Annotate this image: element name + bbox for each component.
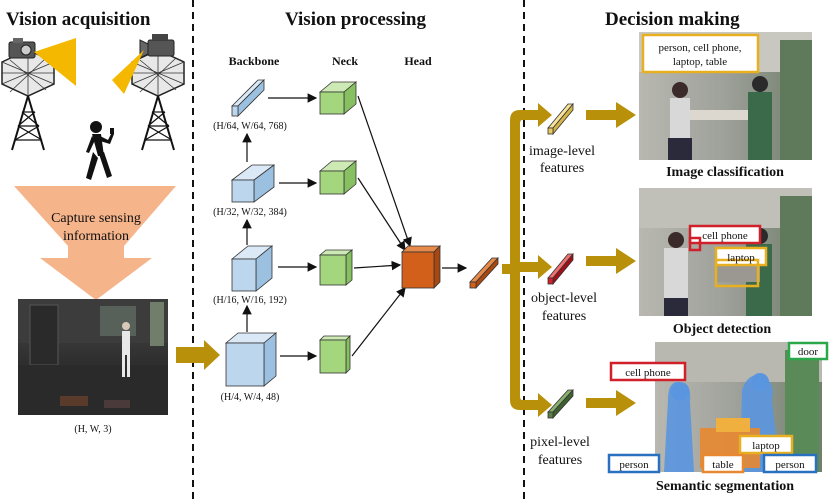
dims-stage-4: (H/4, W/4, 48) — [221, 392, 280, 403]
camera-left-beam — [34, 38, 76, 86]
image-dims-label: (H, W, 3) — [74, 424, 111, 435]
captured-frame-image — [18, 299, 168, 415]
title-acquisition: Vision acquisition — [6, 9, 151, 30]
classification-label-2: laptop, table — [673, 56, 727, 68]
neck-stage-2 — [318, 160, 358, 195]
capture-label-2: information — [63, 229, 129, 244]
seg-cell-phone-box — [609, 361, 687, 382]
feature-label-object-1: object-level — [531, 291, 597, 306]
task-title-detection: Object detection — [673, 322, 772, 337]
neck-stage-3 — [318, 249, 354, 286]
label-backbone: Backbone — [229, 54, 280, 68]
backbone-stage-1 — [231, 79, 265, 117]
task-title-segmentation: Semantic segmentation — [656, 479, 794, 494]
output-feature-vector — [469, 256, 499, 290]
seg-table-label: table — [712, 459, 733, 471]
tower-right-icon — [131, 49, 185, 151]
object-level-vector — [547, 252, 574, 286]
classification-label-box — [641, 33, 760, 74]
tower-left-icon — [1, 49, 55, 151]
feature-label-pixel-1: pixel-level — [530, 435, 590, 450]
task-arrows — [586, 102, 636, 416]
camera-right-beam — [112, 50, 144, 94]
backbone-stage-3 — [230, 245, 274, 292]
seg-table-box — [701, 453, 745, 474]
image-level-vector — [547, 102, 574, 136]
det-cell-phone-label: cell phone — [702, 230, 748, 242]
seg-laptop-label: laptop — [752, 440, 780, 452]
arrow-into-processing — [176, 340, 220, 370]
seg-laptop-box — [738, 434, 794, 455]
capture-label-1: Capture sensing — [51, 211, 141, 226]
seg-door-label: door — [798, 346, 819, 358]
seg-door-box — [787, 341, 829, 361]
camera-left-icon — [8, 38, 36, 59]
capture-funnel — [14, 186, 176, 300]
backbone-stage-2 — [230, 164, 276, 203]
neck-stage-4 — [319, 335, 351, 374]
feature-label-pixel-2: features — [538, 453, 582, 468]
label-neck: Neck — [332, 54, 358, 68]
seg-person-left-label: person — [619, 459, 649, 471]
feature-label-image-1: image-level — [529, 144, 595, 159]
seg-cell-phone-label: cell phone — [625, 367, 671, 379]
backbone-to-neck-arrows — [268, 93, 318, 361]
feature-label-image-2: features — [540, 161, 584, 176]
title-decision: Decision making — [605, 9, 740, 30]
pixel-level-vector — [547, 388, 574, 420]
neck-to-head-arrows — [351, 95, 412, 357]
detection-image — [639, 188, 812, 316]
person-walking-icon — [86, 121, 114, 180]
title-processing: Vision processing — [285, 9, 426, 30]
dims-stage-2: (H/32, W/32, 384) — [213, 207, 287, 218]
seg-person-right-label: person — [775, 459, 805, 471]
seg-person-right-box — [762, 453, 818, 474]
backbone-stage-4 — [224, 332, 278, 387]
dims-stage-1: (H/64, W/64, 768) — [213, 121, 287, 132]
feature-label-object-2: features — [542, 309, 586, 324]
det-laptop-label: laptop — [727, 252, 755, 264]
det-cell-phone-region — [688, 236, 702, 252]
segmentation-image — [655, 342, 822, 472]
branch-arrows — [502, 103, 552, 417]
label-head: Head — [404, 54, 432, 68]
classification-label-1: person, cell phone, — [658, 42, 741, 54]
det-laptop-region — [714, 258, 760, 288]
det-cell-phone-box — [688, 224, 762, 245]
task-title-classification: Image classification — [666, 165, 784, 180]
neck-stage-1 — [318, 81, 358, 115]
seg-person-left-box — [607, 453, 661, 474]
camcorder-right-icon — [139, 34, 175, 59]
head-block — [401, 245, 441, 289]
dims-stage-3: (H/16, W/16, 192) — [213, 295, 287, 306]
